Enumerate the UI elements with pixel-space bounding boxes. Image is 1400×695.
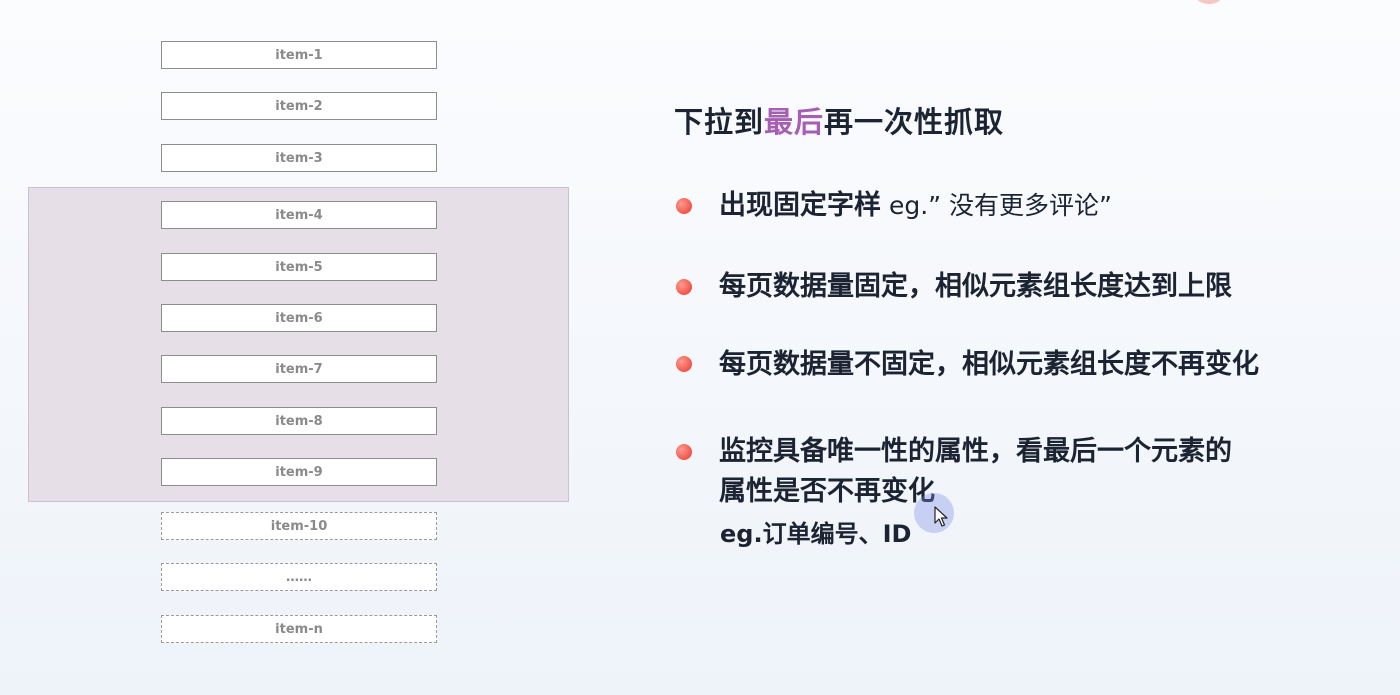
pending-list-item: item-10 — [161, 512, 437, 540]
slide-title: 下拉到最后再一次性抓取 — [674, 99, 1004, 141]
list-item: item-1 — [161, 41, 437, 69]
list-item: item-9 — [161, 458, 437, 486]
list-item: item-4 — [161, 201, 437, 229]
list-item: item-6 — [161, 304, 437, 332]
bullet-dot-icon — [676, 198, 692, 214]
list-item: item-7 — [161, 355, 437, 383]
visible-viewport-region — [28, 187, 569, 502]
decorative-dot — [1196, 0, 1222, 4]
list-item: item-2 — [161, 92, 437, 120]
list-item: item-8 — [161, 407, 437, 435]
cursor-highlight — [914, 493, 954, 533]
pending-list-item: …… — [161, 563, 437, 591]
bullet-dot-icon — [676, 279, 692, 295]
bullet-point-text: 出现固定字样 — [719, 190, 881, 221]
bullet-point-example: eg.” 没有更多评论” — [881, 191, 1112, 220]
bullet-point-3: 每页数据量不固定，相似元素组长度不再变化 — [719, 349, 1259, 380]
bullet-dot-icon — [676, 356, 692, 372]
title-suffix: 再一次性抓取 — [824, 105, 1005, 139]
bullet-point-4-line-2: 属性是否不再变化 — [719, 476, 935, 507]
mouse-pointer-icon — [934, 506, 948, 527]
bullet-point-2: 每页数据量固定，相似元素组长度达到上限 — [719, 271, 1232, 302]
bullet-point-1: 出现固定字样 eg.” 没有更多评论” — [719, 187, 1112, 225]
bullet-dot-icon — [676, 444, 692, 460]
bullet-point-4-line-1: 监控具备唯一性的属性，看最后一个元素的 — [719, 436, 1232, 467]
list-item: item-5 — [161, 253, 437, 281]
title-prefix: 下拉到 — [674, 105, 765, 139]
pending-list-item: item-n — [161, 615, 437, 643]
list-item: item-3 — [161, 144, 437, 172]
bullet-point-4-example: eg.订单编号、ID — [720, 520, 912, 548]
title-highlight: 最后 — [764, 105, 825, 139]
